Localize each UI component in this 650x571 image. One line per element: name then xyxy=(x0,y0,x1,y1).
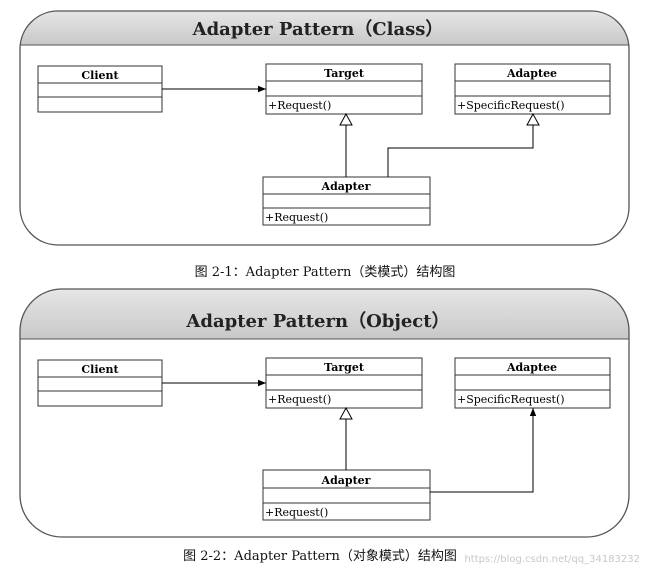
class-name: Adapter xyxy=(321,474,371,487)
class-name: Adapter xyxy=(321,180,371,193)
class-name: Adaptee xyxy=(506,67,557,80)
client-class: Client xyxy=(37,65,163,113)
class-operation: +SpecificRequest() xyxy=(457,393,565,406)
frame-border xyxy=(19,10,630,246)
frame-border xyxy=(19,288,630,538)
class-operation: +Request() xyxy=(268,99,331,112)
class-name: Target xyxy=(324,67,365,80)
adaptee-class: Adaptee +SpecificRequest() xyxy=(454,357,611,409)
frame-header xyxy=(20,11,629,45)
target-class: Target +Request() xyxy=(265,357,423,409)
watermark: https://blog.csdn.net/qq_34183232 xyxy=(464,554,640,565)
frame-header xyxy=(20,289,629,339)
client-class: Client xyxy=(37,359,163,407)
class-operation: +Request() xyxy=(268,393,331,406)
class-name: Adaptee xyxy=(506,361,557,374)
figure-caption: 图 2-1：Adapter Pattern（类模式）结构图 xyxy=(195,265,456,280)
diagram-class-adapter: Adapter Pattern（Class） Client Target +Re… xyxy=(19,10,630,280)
class-operation: +Request() xyxy=(265,506,328,519)
class-name: Client xyxy=(81,363,119,376)
diagram-title: Adapter Pattern（Object） xyxy=(185,311,449,332)
class-operation: +Request() xyxy=(265,211,328,224)
figure-caption: 图 2-2：Adapter Pattern（对象模式）结构图 xyxy=(183,549,457,564)
generalization-arrow xyxy=(339,112,353,177)
target-class: Target +Request() xyxy=(265,63,423,115)
class-operation: +SpecificRequest() xyxy=(457,99,565,112)
diagram-title: Adapter Pattern（Class） xyxy=(192,19,444,40)
generalization-arrow xyxy=(339,406,353,470)
diagram-object-adapter: Adapter Pattern（Object） Client Target +R… xyxy=(19,288,630,564)
class-name: Client xyxy=(81,69,119,82)
class-name: Target xyxy=(324,361,365,374)
adaptee-class: Adaptee +SpecificRequest() xyxy=(454,63,611,115)
adapter-class: Adapter +Request() xyxy=(262,469,431,521)
association-arrow xyxy=(430,408,537,493)
generalization-arrow xyxy=(387,112,540,177)
adapter-class: Adapter +Request() xyxy=(262,176,431,226)
